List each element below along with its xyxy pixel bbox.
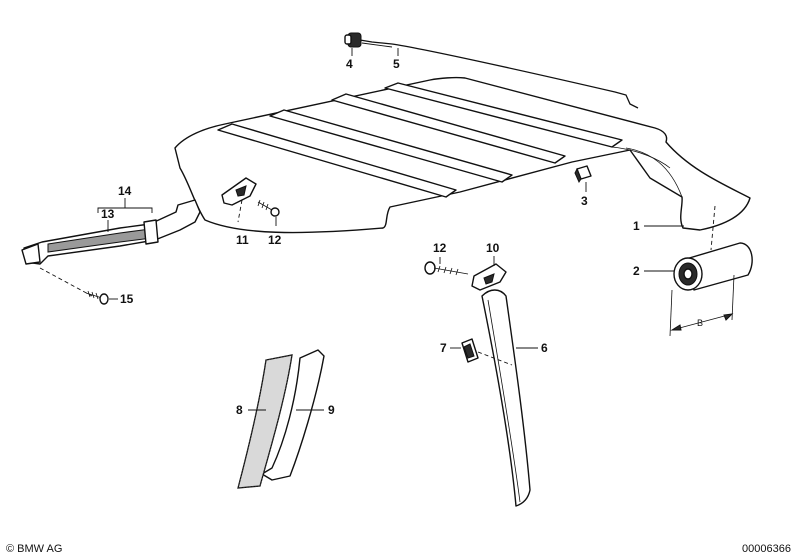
callout-7: 7 [440, 341, 447, 355]
callout-6: 6 [541, 341, 548, 355]
pillar-strip-8 [237, 354, 293, 489]
roof-headliner [174, 76, 751, 234]
callout-10: 10 [486, 241, 500, 255]
callout-15: 15 [120, 292, 134, 306]
coat-hook [221, 177, 257, 206]
callout-8: 8 [236, 403, 243, 417]
cable-assembly [344, 32, 639, 109]
callout-4: 4 [346, 57, 353, 71]
callout-5: 5 [393, 57, 400, 71]
callout-3: 3 [581, 194, 588, 208]
dimension-b-label: B [697, 318, 703, 328]
guide-line-11 [237, 199, 243, 223]
clip-part-3 [574, 165, 592, 184]
callout-12-lower: 12 [433, 241, 447, 255]
copyright-label: © BMW AG [6, 543, 63, 555]
callout-1: 1 [633, 219, 640, 233]
guide-line-7 [477, 351, 513, 366]
dimension-b: B [669, 274, 735, 337]
clip-part-7 [461, 338, 479, 363]
callout-2: 2 [633, 264, 640, 278]
bracket-13-14 [97, 198, 153, 232]
clip-part-10 [471, 263, 507, 291]
callout-13: 13 [101, 207, 115, 221]
grab-handle [21, 199, 201, 265]
pillar-trim-6 [481, 289, 531, 507]
guide-line-15 [39, 267, 93, 297]
screw-12-upper [257, 199, 280, 217]
roll-material [673, 242, 753, 291]
callout-12-upper: 12 [268, 233, 282, 247]
callout-14: 14 [118, 184, 132, 198]
screw-15 [85, 290, 109, 305]
pillar-strip-9 [261, 349, 325, 481]
guide-line-1-2 [710, 205, 716, 251]
document-number: 00006366 [742, 543, 791, 555]
callout-9: 9 [328, 403, 335, 417]
screw-12-lower [424, 261, 469, 276]
callout-11: 11 [236, 233, 249, 247]
